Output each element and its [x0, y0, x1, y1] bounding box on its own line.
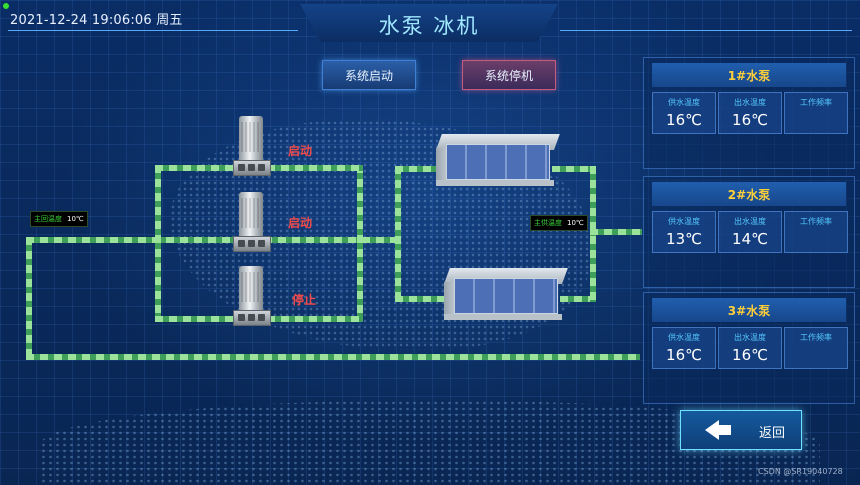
pump-motor-icon — [239, 116, 263, 160]
page-title: 水泵 冰机 — [378, 14, 480, 38]
supply-temp-cell: 供水温度 16℃ — [652, 327, 716, 369]
main-return-pipe — [26, 237, 398, 243]
panel-title: 3#水泵 — [652, 298, 846, 322]
supply-temp-cell: 供水温度 13℃ — [652, 211, 716, 253]
pump-3-panel: 3#水泵 供水温度 16℃ 出水温度 16℃ 工作频率 — [643, 292, 855, 404]
pump-manifold-right-pipe — [357, 165, 363, 321]
title-bar — [300, 4, 558, 42]
back-label: 返回 — [759, 426, 786, 441]
pump-motor-icon — [239, 266, 263, 310]
chiller2-outlet-pipe — [560, 296, 596, 302]
system-start-button[interactable]: 系统启动 — [322, 60, 416, 90]
back-arrow-icon — [705, 420, 719, 440]
chiller1-outlet-pipe — [552, 166, 596, 172]
pump-1-panel: 1#水泵 供水温度 16℃ 出水温度 16℃ 工作频率 — [643, 57, 855, 169]
panel-title: 1#水泵 — [652, 63, 846, 87]
header-line-right — [560, 30, 852, 31]
panel-title: 2#水泵 — [652, 182, 846, 206]
outlet-temp-cell: 出水温度 14℃ — [718, 211, 782, 253]
system-stop-button[interactable]: 系统停机 — [462, 60, 556, 90]
frequency-cell: 工作频率 — [784, 211, 848, 253]
return-temp-tag: 主回温度 10℃ — [30, 211, 88, 227]
supply-temp-cell: 供水温度 16℃ — [652, 92, 716, 134]
outlet-temp-cell: 出水温度 16℃ — [718, 327, 782, 369]
pump-3-status: 停止 — [292, 293, 317, 307]
main-supply-pipe — [590, 229, 642, 235]
return-temp-value: 10℃ — [67, 215, 84, 223]
bottom-return-pipe — [26, 354, 640, 360]
pump-1-status: 启动 — [288, 144, 313, 158]
return-riser-pipe — [26, 237, 32, 359]
watermark: CSDN @SR19040728 — [758, 467, 843, 476]
back-button[interactable]: 返回 — [680, 410, 802, 450]
chiller-unit-icon — [454, 278, 558, 314]
pump-2-panel: 2#水泵 供水温度 13℃ 出水温度 14℃ 工作频率 — [643, 176, 855, 288]
frequency-cell: 工作频率 — [784, 92, 848, 134]
pump-manifold-left-pipe — [155, 165, 161, 321]
online-indicator-icon — [3, 3, 9, 9]
pump-2-status: 启动 — [288, 216, 313, 230]
datetime-display: 2021-12-24 19:06:06 周五 — [10, 13, 183, 28]
pump-1[interactable] — [231, 116, 271, 178]
chiller-left-riser-pipe — [395, 166, 401, 300]
supply-temp-label: 主供温度 — [534, 219, 562, 227]
supply-temp-tag: 主供温度 10℃ — [530, 215, 588, 231]
chiller-2[interactable] — [444, 268, 568, 322]
supply-temp-value: 10℃ — [567, 219, 584, 227]
header-line-left — [8, 30, 298, 31]
return-temp-label: 主回温度 — [34, 215, 62, 223]
chiller-unit-icon — [446, 144, 550, 180]
chiller-1[interactable] — [436, 134, 560, 188]
frequency-cell: 工作频率 — [784, 327, 848, 369]
chiller1-inlet-pipe — [395, 166, 447, 172]
pump-3[interactable] — [231, 266, 271, 328]
chiller2-inlet-pipe — [395, 296, 447, 302]
outlet-temp-cell: 出水温度 16℃ — [718, 92, 782, 134]
pump-2[interactable] — [231, 192, 271, 254]
pump-motor-icon — [239, 192, 263, 236]
